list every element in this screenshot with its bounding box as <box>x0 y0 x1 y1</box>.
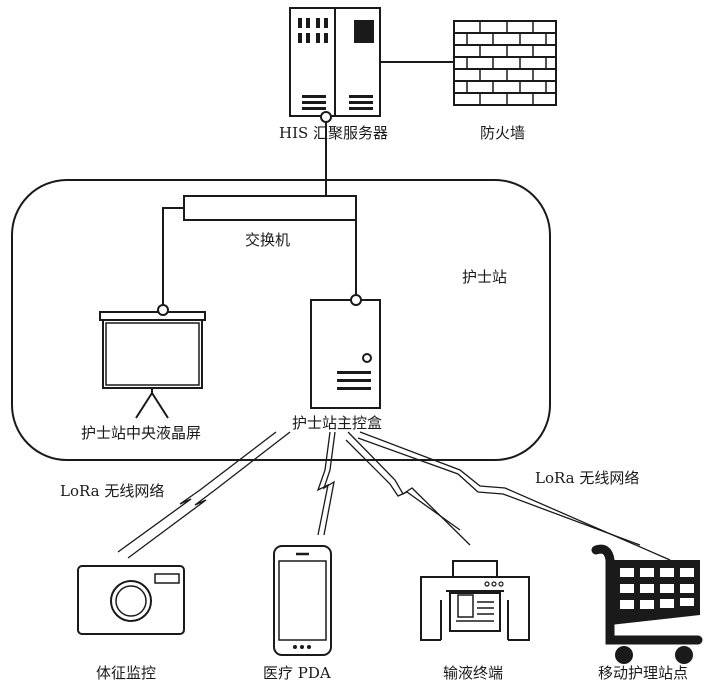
projector-screen-icon <box>99 311 206 419</box>
nurse-station-label: 护士站 <box>462 268 508 286</box>
server-port <box>320 111 332 123</box>
cart-icon <box>591 544 703 664</box>
vital-monitor-label: 体征监控 <box>96 664 157 682</box>
wireless-link-vital-2 <box>117 431 277 553</box>
main-box-label: 护士站主控盒 <box>292 414 383 432</box>
pda-icon <box>273 545 332 656</box>
screen-port <box>157 304 169 316</box>
wireless-label-left: LoRa 无线网络 <box>60 482 165 500</box>
wireless-link-infusion <box>347 431 471 546</box>
edge-switch-screen <box>162 207 184 305</box>
main-control-box-icon <box>310 299 381 409</box>
firewall-label: 防火墙 <box>480 124 526 142</box>
wireless-link-cart <box>359 431 671 561</box>
wireless-links <box>117 431 671 561</box>
pda-label: 医疗 PDA <box>263 664 331 682</box>
infusion-label: 输液终端 <box>443 664 504 682</box>
wireless-link-cart-2 <box>357 437 641 546</box>
camera-icon <box>77 565 185 635</box>
infusion-terminal-icon <box>420 560 530 641</box>
nurse-station-region <box>11 179 551 461</box>
wireless-link-vital <box>127 431 291 559</box>
switch-icon <box>183 195 357 221</box>
switch-label: 交换机 <box>245 231 291 249</box>
firewall-icon <box>453 20 557 106</box>
central-screen-label: 护士站中央液晶屏 <box>81 424 202 442</box>
wireless-link-pda <box>316 431 331 536</box>
wireless-link-infusion-2 <box>345 439 461 531</box>
mobile-cart-label: 移动护理站点 <box>598 664 689 682</box>
server-icon <box>289 7 381 117</box>
server-label: HIS 汇聚服务器 <box>279 124 389 142</box>
wireless-link-pda-2 <box>322 431 336 536</box>
mainbox-port <box>350 294 362 306</box>
wireless-label-right: LoRa 无线网络 <box>535 469 640 487</box>
